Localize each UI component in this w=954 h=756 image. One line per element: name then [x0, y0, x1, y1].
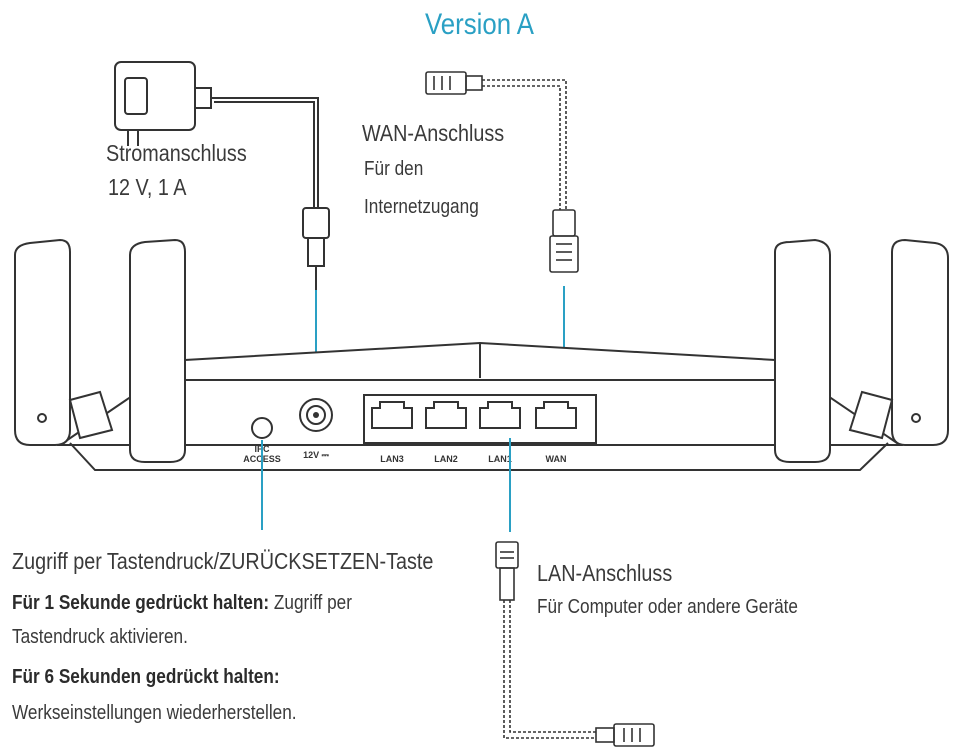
port-label-wan: WAN: [546, 454, 567, 464]
ethernet-ports: LAN3 LAN2 LAN1 WAN: [363, 394, 597, 464]
wan-desc-line1: Für den: [364, 158, 424, 180]
hold1-line: Für 1 Sekunde gedrückt halten: Zugriff p…: [12, 592, 352, 615]
power-label: Stromanschluss: [106, 140, 247, 166]
hold1-bold: Für 1 Sekunde gedrückt halten:: [12, 592, 270, 614]
wan-cable: [425, 71, 579, 273]
port-wan: [535, 401, 577, 429]
diagram-title: Version A: [425, 8, 535, 41]
hold1-text: Zugriff per: [273, 592, 352, 614]
port-lan2: [425, 401, 467, 429]
lan-cable: [495, 541, 655, 747]
hold1-text2: Tastendruck aktivieren.: [12, 626, 188, 648]
lan-label: LAN-Anschluss: [537, 560, 673, 586]
lan-desc: Für Computer oder andere Geräte: [537, 596, 799, 618]
wan-desc-line2: Internetzugang: [364, 196, 479, 218]
hold6-bold: Für 6 Sekunden gedrückt halten:: [12, 666, 280, 688]
right-antennas: [774, 238, 949, 463]
power-spec: 12 V, 1 A: [108, 174, 187, 200]
left-antennas: [14, 238, 186, 463]
power-port-label: 12V ⎓: [303, 450, 330, 460]
port-label-lan2: LAN2: [434, 454, 458, 464]
wan-label: WAN-Anschluss: [362, 120, 505, 146]
power-port: 12V ⎓: [299, 398, 333, 460]
button-label: Zugriff per Tastendruck/ZURÜCKSETZEN-Tas…: [12, 548, 434, 574]
port-label-lan3: LAN3: [380, 454, 404, 464]
power-adapter: [114, 61, 330, 290]
port-label-lan1: LAN1: [488, 454, 512, 464]
port-lan1: [479, 401, 521, 429]
hold6-text: Werkseinstellungen wiederherstellen.: [12, 702, 297, 724]
port-lan3: [371, 401, 413, 429]
